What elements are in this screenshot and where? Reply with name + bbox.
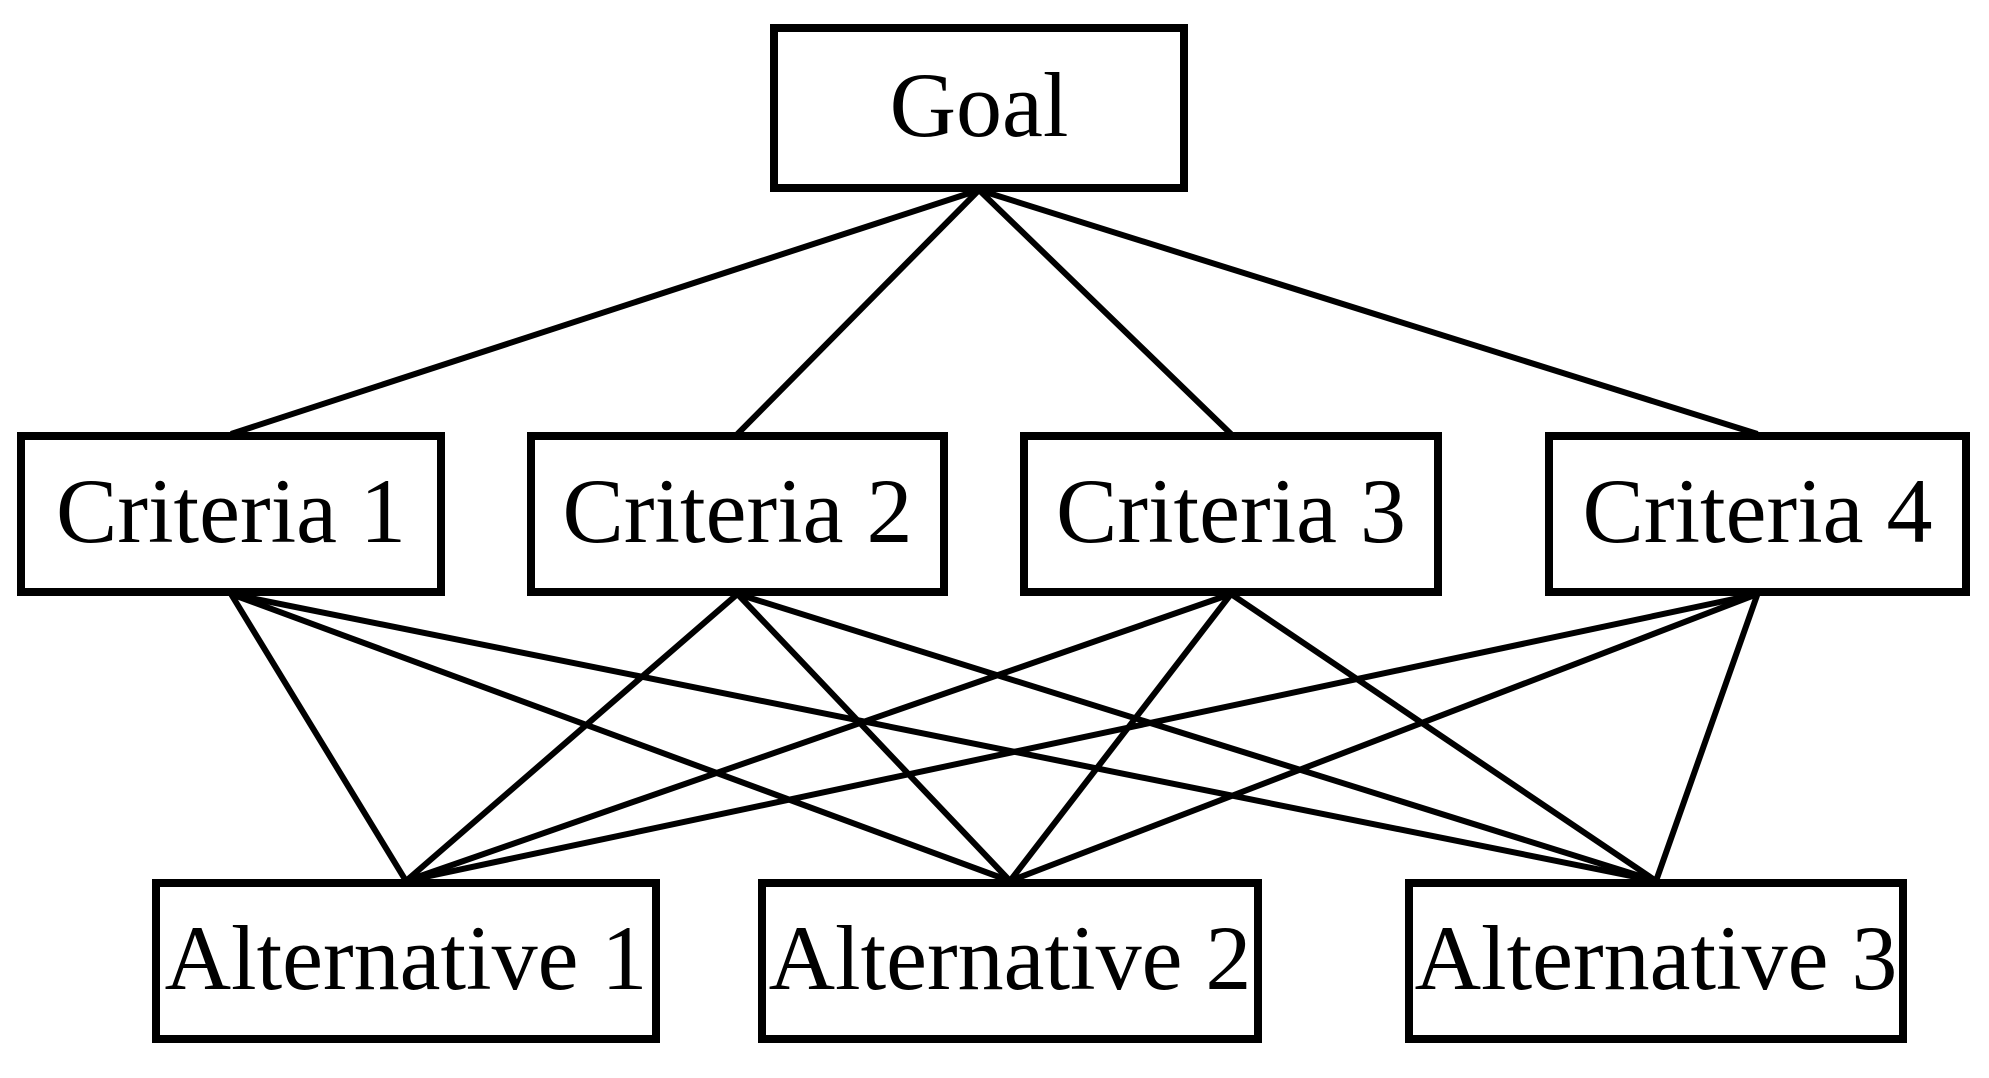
criteria-3-label: Criteria 3 (1056, 460, 1406, 562)
edge-c2-a2 (735, 591, 1013, 884)
criteria-1-label: Criteria 1 (56, 460, 406, 562)
edge-c3-a2 (1007, 592, 1234, 883)
criteria-4-label: Criteria 4 (1582, 460, 1933, 562)
edge-c4-a2 (1008, 591, 1759, 884)
edge-c3-a3 (1229, 591, 1658, 884)
edge-goal-c1 (230, 187, 980, 437)
goal-node: Goal (770, 24, 1188, 192)
edge-c2-a1 (404, 591, 740, 884)
edge-goal-c3 (976, 187, 1234, 437)
edge-c1-a1 (228, 592, 409, 883)
edge-c2-a3 (736, 591, 1657, 884)
edge-c3-a1 (405, 591, 1232, 884)
criteria-2-label: Criteria 2 (562, 460, 913, 562)
criteria-3-node: Criteria 3 (1020, 432, 1442, 596)
edge-goal-c4 (978, 187, 1759, 437)
criteria-2-node: Criteria 2 (527, 432, 948, 596)
goal-label: Goal (889, 54, 1069, 156)
edge-goal-c2 (735, 187, 982, 437)
criteria-1-node: Criteria 1 (17, 432, 445, 596)
alternative-3-node: Alternative 3 (1405, 879, 1907, 1043)
alternative-1-label: Alternative 1 (164, 907, 648, 1009)
alternative-2-node: Alternative 2 (758, 879, 1262, 1043)
alternative-3-label: Alternative 3 (1414, 907, 1898, 1009)
alternative-1-node: Alternative 1 (152, 879, 660, 1043)
edge-c4-a3 (1653, 592, 1761, 883)
criteria-4-node: Criteria 4 (1545, 432, 1970, 596)
edge-c1-a2 (229, 591, 1012, 884)
alternative-2-label: Alternative 2 (768, 907, 1252, 1009)
edge-c1-a3 (230, 591, 1657, 884)
edge-c4-a1 (405, 591, 1759, 884)
